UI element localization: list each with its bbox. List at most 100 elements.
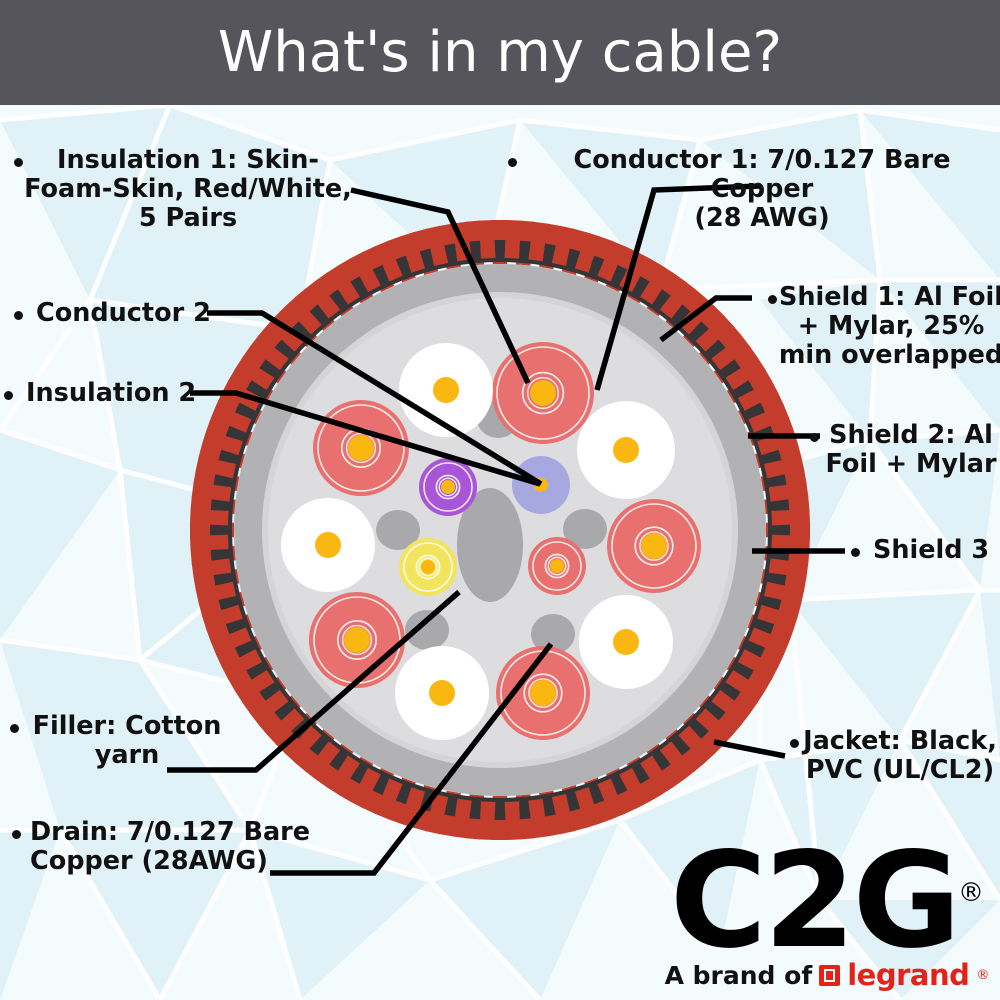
braid-strand-outer <box>210 404 252 433</box>
braid-strand-outer <box>327 264 360 305</box>
filler-center <box>457 488 523 602</box>
label-conductor-1-line-1: Conductor 1: 7/0.127 Bare Copper <box>573 145 951 204</box>
pair-red-bottomleft-inner-ring <box>336 619 377 660</box>
label-shield-1: Shield 1: Al Foil + Mylar, 25% min overl… <box>768 282 1000 370</box>
pair-red-bottom-inner-ring-2 <box>528 678 558 708</box>
braid-strand-outer <box>479 219 496 259</box>
braid-strand-outer <box>350 251 381 293</box>
braid-strand-outer <box>640 755 673 796</box>
braid-strand-outer <box>711 689 751 725</box>
braid-strand-outer <box>640 264 673 305</box>
braid-strand-outer <box>202 429 243 456</box>
braid-strand-outer <box>425 225 449 267</box>
bullet-icon <box>4 391 13 400</box>
jacket-ring <box>210 240 790 820</box>
filler-botleft <box>405 610 449 650</box>
pair-white-topleft-copper-core <box>433 377 459 403</box>
braid-strand-outer <box>305 741 341 781</box>
label-shield-1-line-3: min overlapped <box>778 339 1000 370</box>
braid-strand-outer <box>597 240 626 282</box>
leader-insulation2 <box>190 390 541 487</box>
label-shield-2: Shield 2: Al Foil + Mylar <box>810 420 1000 479</box>
pair-white-bottom-copper-core <box>429 680 455 706</box>
small-purple-inner-ring-2 <box>438 477 458 497</box>
braid-strand-outer <box>191 558 232 578</box>
legrand-registered-mark: ® <box>976 967 990 983</box>
label-shield-3-line-1: Shield 3 <box>873 535 990 565</box>
braid-strand-outer <box>748 627 790 656</box>
braid-strand-outer <box>195 581 237 605</box>
label-shield-1-line-1: Shield 1: Al Foil <box>779 282 1000 312</box>
c2g-registered-mark: ® <box>958 877 985 908</box>
label-jacket: Jacket: Black, PVC (UL/CL2) <box>790 726 1000 785</box>
label-conductor-2: Conductor 2 <box>14 299 296 328</box>
small-purple-copper-core <box>441 480 455 494</box>
label-filler-line-2: yarn <box>94 739 160 770</box>
small-yellow-outer-ring <box>403 542 453 592</box>
braid-strand-outer <box>737 649 779 680</box>
label-drain-line-1: Drain: 7/0.127 Bare <box>30 817 311 847</box>
braid-strand-outer <box>659 279 695 319</box>
braid-strand-outer <box>574 232 601 273</box>
pair-red-top-outer-ring <box>496 346 590 440</box>
filler-left <box>376 510 420 550</box>
braid-strand-outer <box>737 380 779 411</box>
c2g-wordmark-text: C2G <box>669 823 961 978</box>
bullet-icon <box>790 739 799 748</box>
cotton-filler-group <box>376 400 607 654</box>
label-jacket-line-1: Jacket: Black, <box>803 726 997 756</box>
braid-strand-outer <box>305 279 341 319</box>
bullet-icon <box>768 295 777 304</box>
braid-strand-outer <box>210 627 252 656</box>
label-shield-2-line-1: Shield 2: Al <box>829 420 993 450</box>
braid-strand-outer <box>619 767 650 809</box>
braid-strand-outer <box>266 708 305 745</box>
conductor-group <box>281 342 701 740</box>
brand-of-text: A brand of <box>664 960 813 990</box>
pair-red-bottomleft-copper-core <box>344 627 370 653</box>
pair-red-left-copper-core <box>348 435 374 461</box>
braid-strand-outer <box>725 670 766 703</box>
small-red-inner-ring <box>544 553 570 579</box>
label-insulation-1-line-3: 5 Pairs <box>138 202 238 233</box>
label-drain-line-2: Copper (28AWG) <box>30 845 268 876</box>
pair-red-left-inner-ring-2 <box>345 432 377 464</box>
bullet-icon <box>14 158 23 167</box>
c2g-logo: C2G® A brand of legrand® <box>662 835 992 992</box>
braid-strand-outer <box>374 240 403 282</box>
braid-strand-outer <box>234 357 275 390</box>
braid-strand-outer <box>678 725 715 764</box>
small-yellow-inner-ring-2 <box>418 557 438 577</box>
braid-strand-outer <box>399 787 426 828</box>
legrand-square-icon <box>819 964 841 986</box>
title-bar: What's in my cable? <box>0 0 1000 105</box>
braid-strand-outer <box>479 801 496 841</box>
braid-strand-outer <box>425 793 449 835</box>
braid-strand-outer <box>189 534 229 551</box>
bullet-icon <box>508 158 517 167</box>
bullet-icon <box>810 433 819 442</box>
c2g-wordmark: C2G® <box>670 835 985 967</box>
leader-insulation1 <box>350 187 531 385</box>
label-jacket-line-2: PVC (UL/CL2) <box>805 754 995 785</box>
small-purple-inner-ring <box>435 474 461 500</box>
braid-strand-outer <box>452 798 472 839</box>
braid-strand-outer <box>374 778 403 820</box>
braid-strand-outer <box>191 482 232 502</box>
braid-strand-outer <box>350 767 381 809</box>
braid-strand-outer <box>757 604 798 631</box>
jacket-ring-group <box>189 219 811 841</box>
leader-shield1 <box>659 295 752 343</box>
small-red-outer-ring <box>532 541 582 591</box>
braid-strand-outer <box>195 455 237 479</box>
pair-white-farleft-copper-core <box>315 532 341 558</box>
bullet-icon <box>14 311 23 320</box>
label-shield-1-line-2: + Mylar, 25% <box>797 310 985 341</box>
leader-filler <box>167 589 461 773</box>
bullet-icon <box>12 830 21 839</box>
braid-strand-outer <box>748 404 790 433</box>
pair-red-farright-inner-ring-2 <box>639 531 669 561</box>
small-yellow-inner-ring <box>415 554 441 580</box>
leader-jacket <box>713 739 786 759</box>
